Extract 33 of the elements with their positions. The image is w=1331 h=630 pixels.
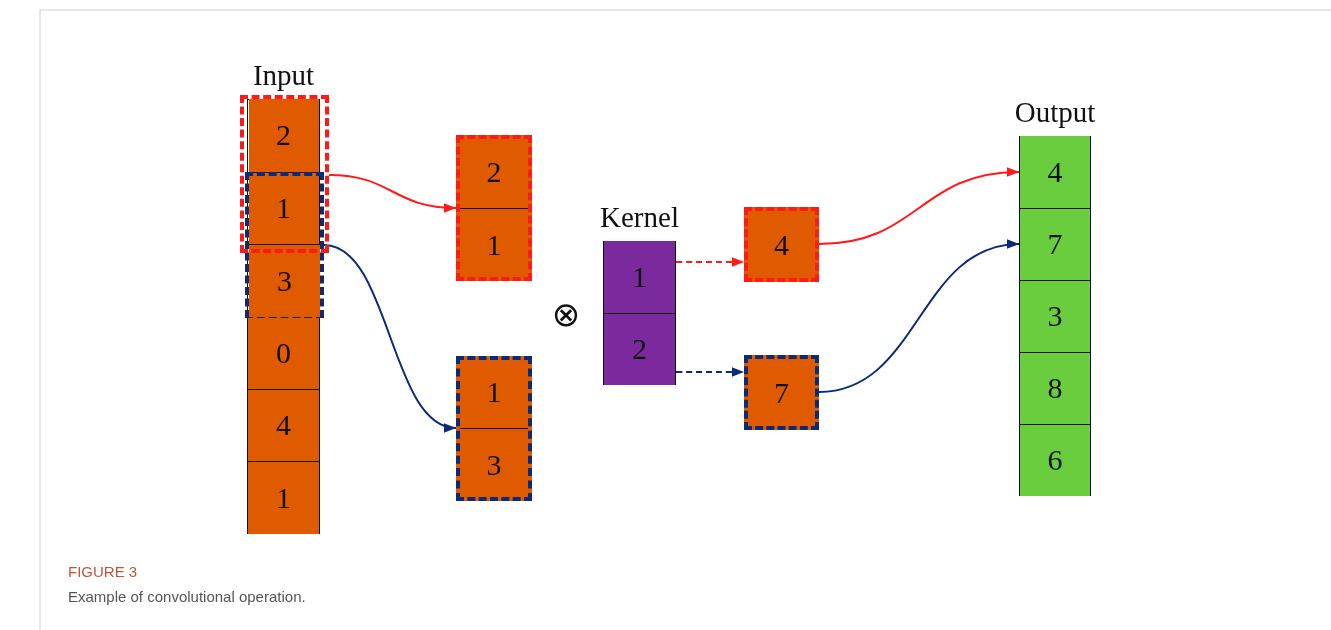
patch-column <box>456 356 532 501</box>
column-heading: Input <box>252 61 315 90</box>
dashed-arrow <box>675 257 745 267</box>
figure-caption: Example of convolutional operation. <box>68 588 306 605</box>
number-cell: 1 <box>460 208 528 281</box>
figure-number: FIGURE 3 <box>68 563 138 580</box>
number-cell: 7 <box>1020 207 1090 280</box>
number-cell: 2 <box>460 135 528 208</box>
column-heading: Kernel <box>600 203 679 232</box>
arrow <box>323 244 457 430</box>
number-cell: 0 <box>248 316 319 389</box>
number-cell: 1 <box>604 240 675 313</box>
arrow <box>328 174 457 213</box>
patch-column <box>456 135 532 281</box>
number-cell: 3 <box>1020 279 1090 352</box>
column-heading: Output <box>1014 98 1096 127</box>
number-cell: 3 <box>460 428 528 501</box>
number-cell: 1 <box>248 461 319 534</box>
arrow <box>818 240 1020 393</box>
result-cell: 7 <box>744 355 819 430</box>
number-cell: 2 <box>604 312 675 385</box>
number-cell: 1 <box>248 171 319 244</box>
number-cell: 4 <box>248 388 319 461</box>
number-cell: 3 <box>249 244 320 317</box>
result-cell: 4 <box>744 207 819 282</box>
number-cell: 6 <box>1020 423 1090 496</box>
operator-symbol: ⊗ <box>551 294 581 334</box>
dashed-arrow <box>675 367 745 377</box>
arrow <box>818 167 1020 245</box>
number-cell: 8 <box>1020 351 1090 424</box>
number-cell: 2 <box>248 99 319 172</box>
number-cell: 1 <box>460 356 528 428</box>
number-cell: 4 <box>1020 135 1090 208</box>
